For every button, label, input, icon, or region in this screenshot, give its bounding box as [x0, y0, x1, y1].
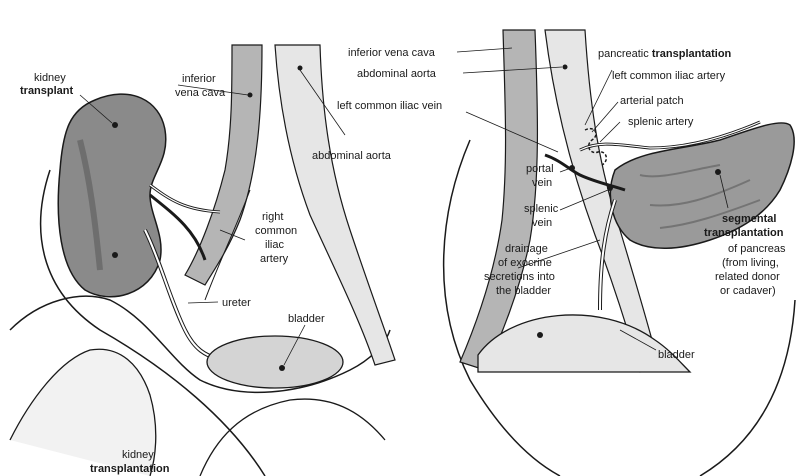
label-kidney: kidney	[34, 72, 66, 84]
label-ureter: ureter	[222, 297, 251, 309]
label-drainage-line4: the bladder	[496, 285, 551, 297]
pelvic-rim	[200, 399, 385, 476]
label-ivc-line1: inferior	[182, 73, 216, 85]
aorta-dot-right	[563, 65, 568, 70]
bladder-left	[207, 336, 343, 388]
label-iliac-line3: iliac	[265, 239, 284, 251]
label-drainage-line2: of exocrine	[498, 257, 552, 269]
label-pancreas-line1: of pancreas	[728, 243, 786, 255]
label-arterial-patch: arterial patch	[620, 95, 684, 107]
bladder-right-dot	[537, 332, 543, 338]
label-pancreas-line3: related donor	[715, 271, 780, 283]
right-panel-pancreas-transplant: inferior vena cava abdominal aorta pancr…	[337, 30, 795, 476]
label-ivc-right: inferior vena cava	[348, 47, 436, 59]
label-pancreatic-transplantation: pancreatic transplantation	[598, 48, 732, 60]
label-ivc-line2: vena cava	[175, 87, 226, 99]
label-portal-line2: vein	[532, 177, 552, 189]
bladder-left-dot	[279, 365, 285, 371]
label-drainage-line1: drainage	[505, 243, 548, 255]
renal-vessels-inner	[150, 185, 220, 212]
label-iliac-line2: common	[255, 225, 297, 237]
label-pancreas-line4: or cadaver)	[720, 285, 776, 297]
label-segmental: segmental	[722, 213, 776, 225]
label-drainage-line3: secretions into	[484, 271, 555, 283]
label-iliac-line1: right	[262, 211, 283, 223]
label-portal-line1: portal	[526, 163, 554, 175]
label-splenic-artery: splenic artery	[628, 116, 694, 128]
label-splenic-vein-line1: splenic	[524, 203, 559, 215]
caption-kidney: kidney	[122, 449, 154, 461]
label-iliac-line4: artery	[260, 253, 289, 265]
bladder-right	[478, 315, 690, 372]
label-pancreas-line2: (from living,	[722, 257, 779, 269]
label-left-iliac-artery: left common iliac artery	[612, 70, 726, 82]
aorta-dot-left	[298, 66, 303, 71]
label-aorta-left: abdominal aorta	[312, 150, 392, 162]
label-aorta-right: abdominal aorta	[357, 68, 437, 80]
label-left-iliac-vein: left common iliac vein	[337, 100, 442, 112]
kidney-pointer-dot-2	[112, 252, 118, 258]
label-bladder-left: bladder	[288, 313, 325, 325]
caption-transplantation: transplantation	[90, 463, 170, 475]
ivc-vessel-right	[460, 30, 537, 370]
ivc-dot-left	[248, 93, 253, 98]
label-transplant: transplant	[20, 85, 74, 97]
kidney-pointer-dot-1	[112, 122, 118, 128]
label-segmental-transplantation: transplantation	[704, 227, 784, 239]
label-splenic-vein-line2: vein	[532, 217, 552, 229]
pancreas-dot	[715, 169, 721, 175]
label-bladder-right: bladder	[658, 349, 695, 361]
